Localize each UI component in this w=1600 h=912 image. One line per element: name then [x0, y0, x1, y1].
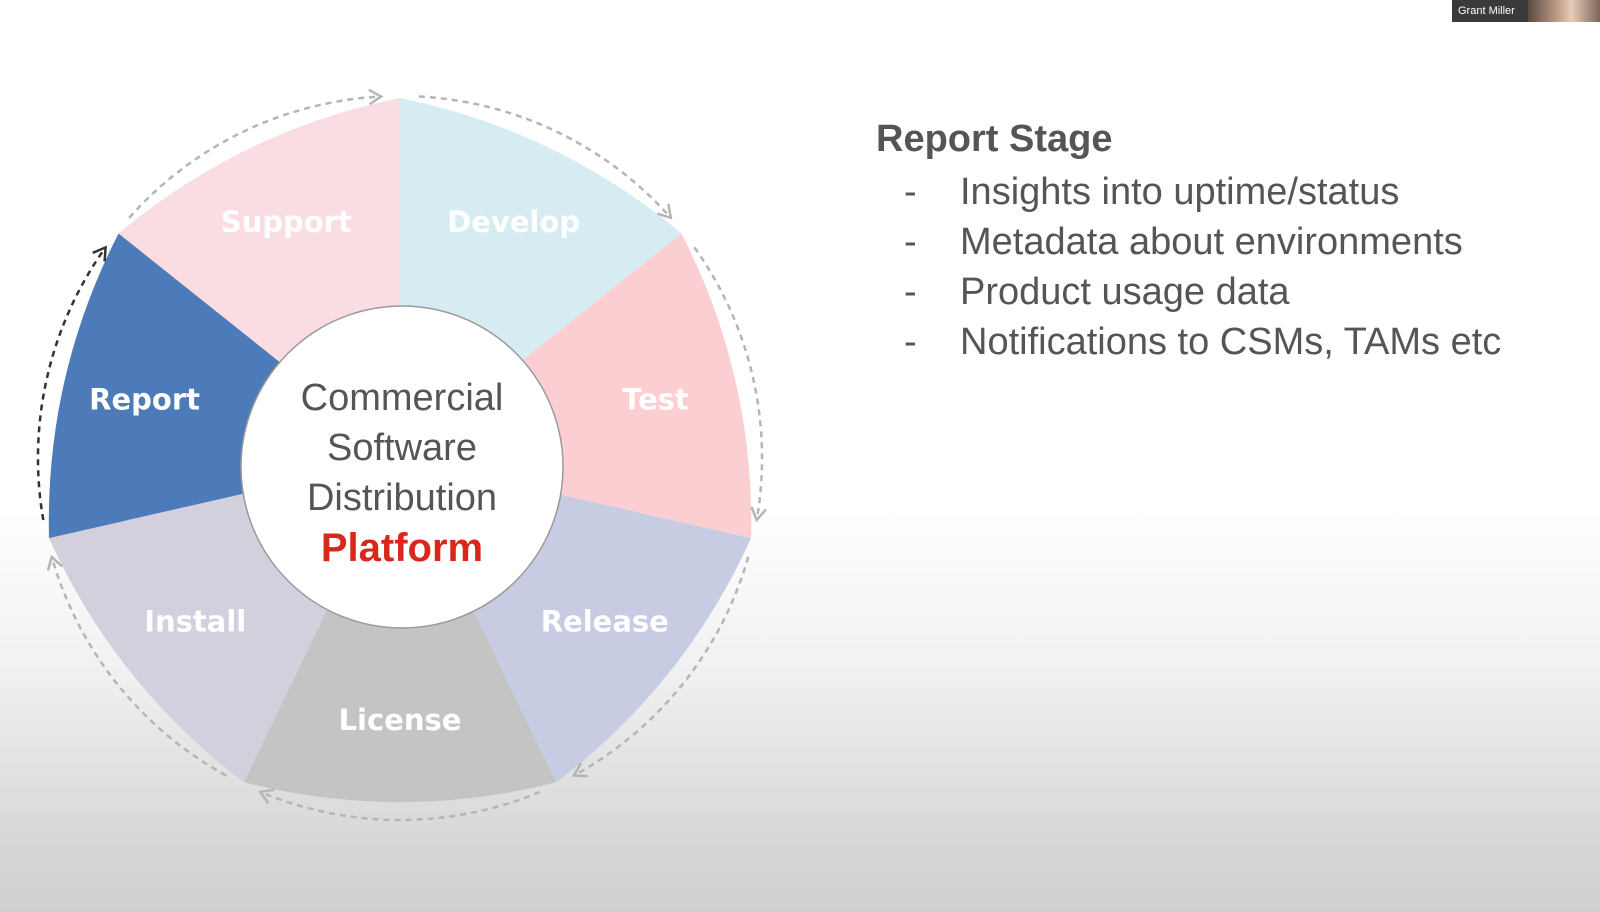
segment-label-license: License: [339, 703, 462, 737]
cycle-arrow-arc: [36, 246, 107, 521]
speaker-video-thumbnail: [1528, 0, 1600, 22]
arrow-head-icon: [46, 554, 63, 571]
arrow-head-icon: [657, 203, 673, 220]
segment-label-install: Install: [144, 604, 246, 638]
bullet-dash: -: [904, 221, 917, 263]
arrow-head-icon: [571, 762, 588, 778]
list-item: - Metadata about environments: [876, 217, 1576, 267]
cycle-arrow-arc: [418, 95, 672, 219]
center-line-3: Distribution: [307, 477, 497, 519]
segment-label-report: Report: [89, 383, 200, 417]
list-item: - Product usage data: [876, 267, 1576, 317]
arrow-head-icon: [750, 506, 767, 523]
cycle-arrows: [36, 88, 767, 822]
list-item-text: Insights into uptime/status: [960, 171, 1400, 213]
cycle-arrow-arc: [573, 556, 750, 777]
center-hub: [240, 305, 564, 629]
stage-bullet-list: - Insights into uptime/status - Metadata a…: [876, 167, 1576, 367]
list-item: - Insights into uptime/status: [876, 167, 1576, 217]
center-line-1: Commercial: [301, 377, 504, 419]
speaker-name: Grant Miller: [1458, 5, 1515, 17]
bullet-dash: -: [904, 271, 917, 313]
cycle-arrow-arc: [259, 790, 541, 822]
list-item: - Notifications to CSMs, TAMs etc: [876, 317, 1576, 367]
segment-label-develop: Develop: [447, 205, 580, 239]
list-item-text: Product usage data: [960, 271, 1290, 313]
stage-description-panel: Report Stage - Insights into uptime/statu…: [876, 118, 1576, 367]
speaker-video-tile: Grant Miller: [1452, 0, 1600, 22]
segment-license: [243, 458, 557, 803]
segment-label-test: Test: [622, 383, 689, 417]
list-item-text: Metadata about environments: [960, 221, 1463, 263]
bullet-dash: -: [904, 171, 917, 213]
center-accent: Platform: [321, 526, 483, 570]
segment-label-release: Release: [541, 604, 669, 638]
list-item-text: Notifications to CSMs, TAMs etc: [960, 321, 1502, 363]
segment-label-support: Support: [221, 205, 352, 239]
arrow-head-icon: [257, 788, 275, 805]
arrow-head-icon: [368, 88, 384, 106]
cycle-arrow-arc: [693, 246, 764, 521]
center-line-2: Software: [327, 427, 477, 469]
panel-heading: Report Stage: [876, 118, 1113, 160]
cycle-arrow-arc: [50, 556, 227, 777]
arrow-head-icon: [92, 245, 107, 262]
bullet-dash: -: [904, 321, 917, 363]
cycle-arrow-arc: [128, 95, 382, 219]
